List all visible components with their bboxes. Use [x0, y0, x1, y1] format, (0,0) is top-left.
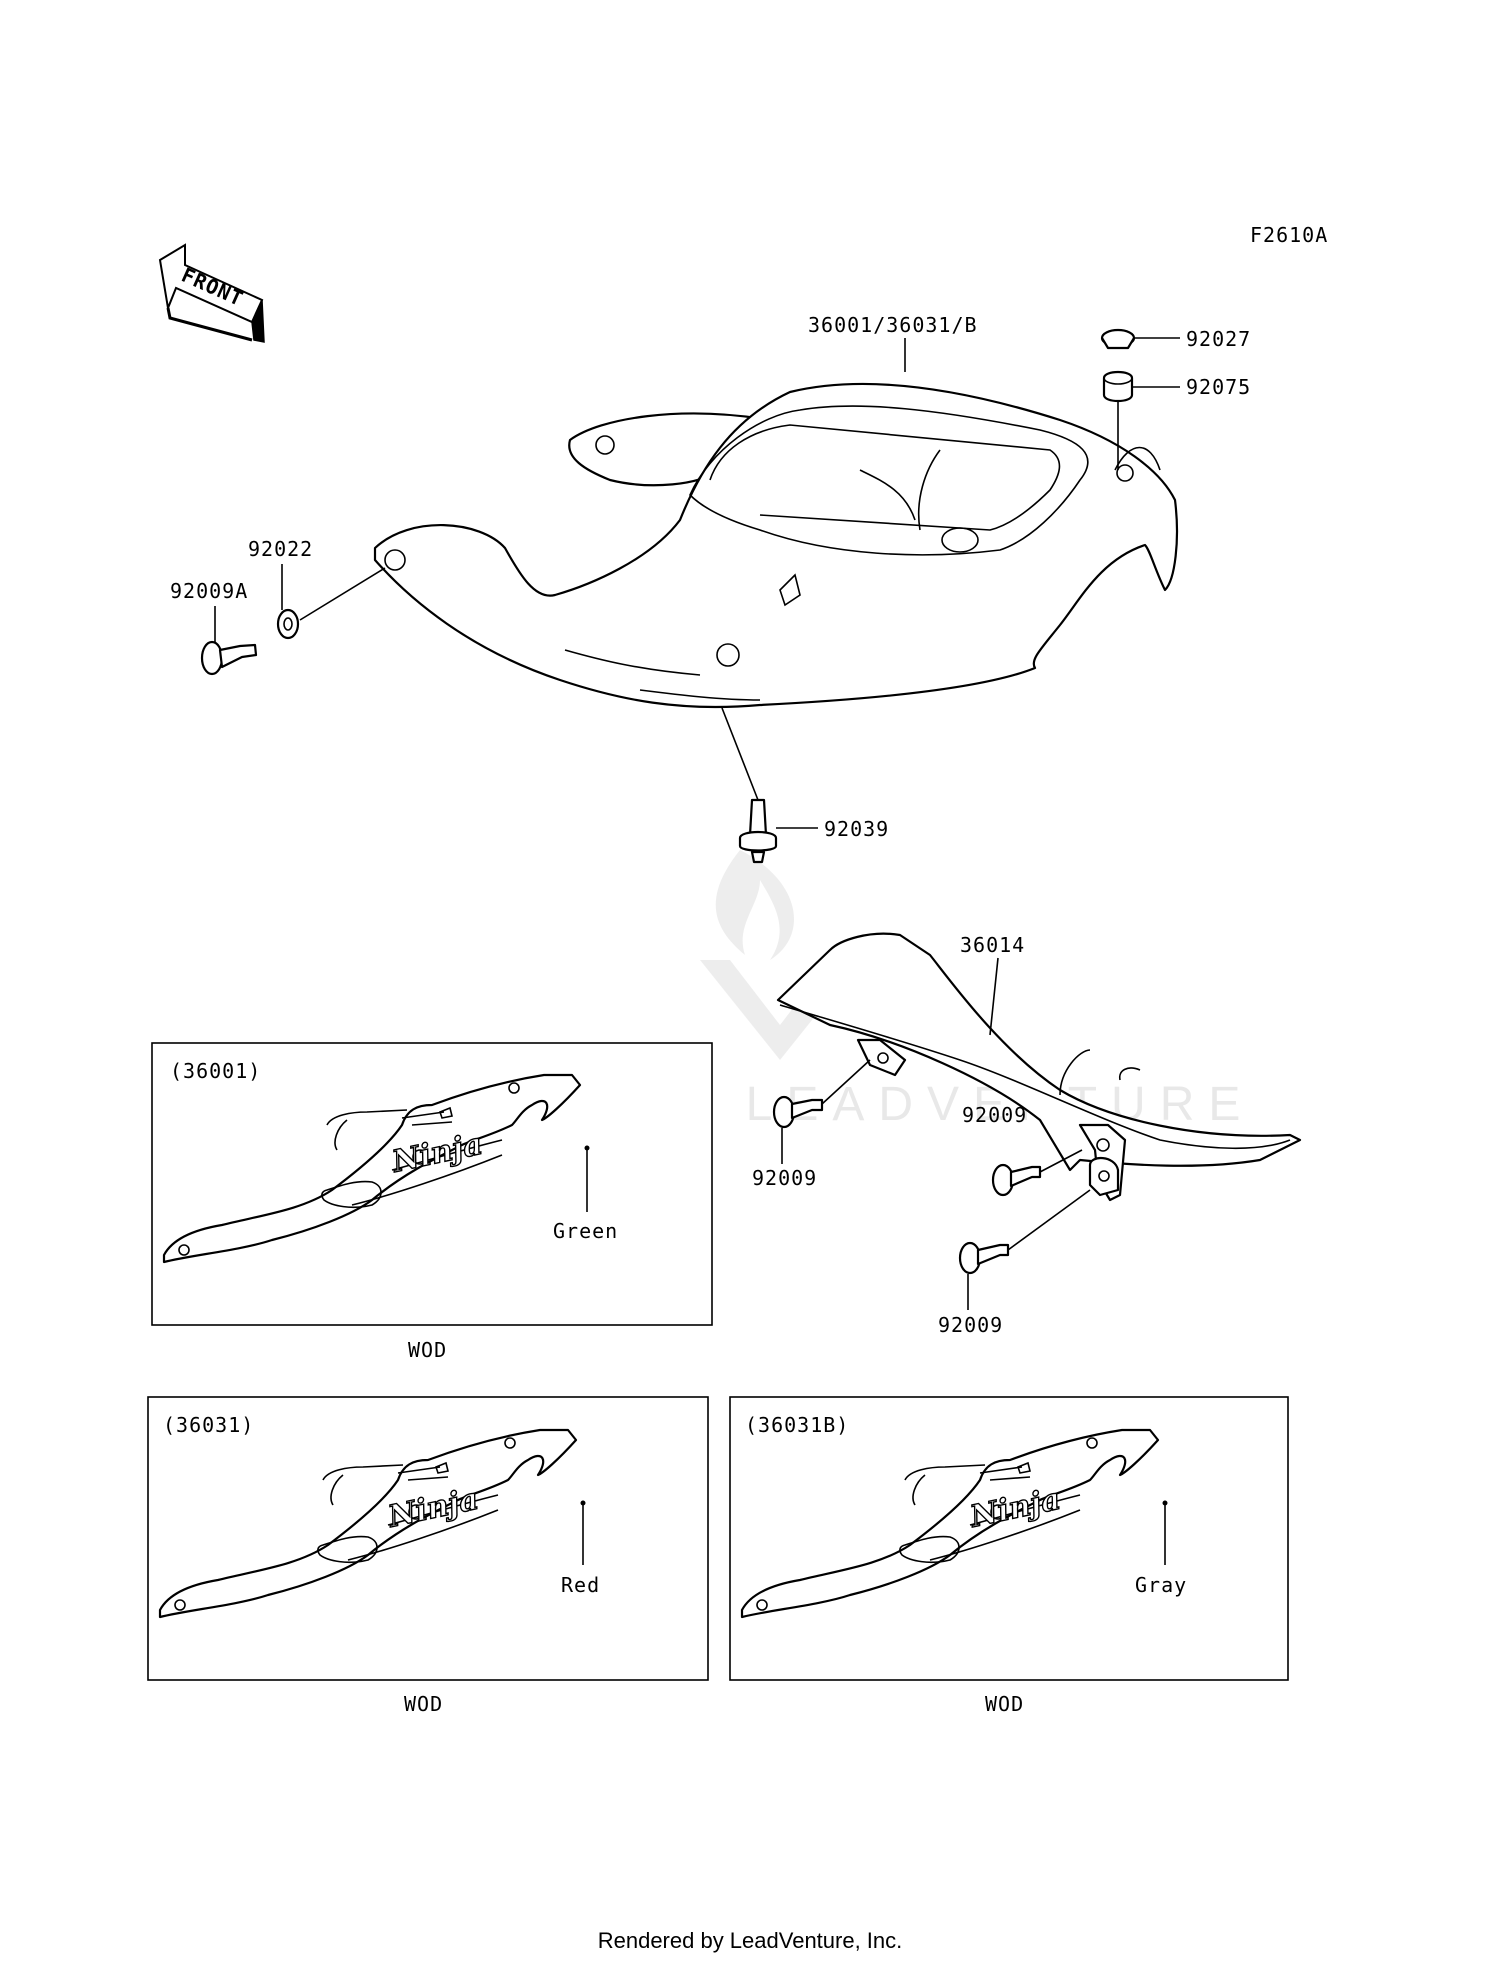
variant-36031b-color: Gray — [1135, 1573, 1187, 1597]
cap-92027-icon — [1100, 328, 1136, 350]
bolt-a-label: 92009A — [170, 579, 248, 603]
variant-36001-color: Green — [553, 1219, 618, 1243]
chain-cover-36014 — [776, 932, 1302, 1202]
rivet-top-leader — [721, 707, 759, 801]
variant-36031-box: (36031) Ninja Red — [147, 1396, 709, 1681]
grommet-label: 92075 — [1186, 375, 1251, 399]
bolt-2-label: 92009 — [962, 1103, 1027, 1127]
variant-36031b-code: (36031B) — [745, 1413, 849, 1437]
bolt-1-to-cover-leader — [821, 1059, 871, 1105]
grommet-92075-icon — [1102, 370, 1134, 403]
cap-label: 92027 — [1186, 327, 1251, 351]
bolt-92009-icon-1 — [772, 1095, 824, 1129]
chain-cover-label: 36014 — [960, 933, 1025, 957]
variant-36031-color: Red — [561, 1573, 600, 1597]
chain-cover-leader — [989, 957, 999, 1036]
main-cover-label: 36001/36031/B — [808, 313, 978, 337]
main-seat-cover — [373, 382, 1179, 709]
bolt-92009-icon-3 — [958, 1241, 1010, 1275]
bolt-92009-icon-2 — [991, 1163, 1042, 1197]
variant-36031-caption: WOD — [404, 1692, 443, 1716]
washer-92022-icon — [276, 608, 300, 640]
rivet-label: 92039 — [824, 817, 889, 841]
footer-credit: Rendered by LeadVenture, Inc. — [598, 1928, 903, 1953]
bolt-3-label: 92009 — [938, 1313, 1003, 1337]
variant-36001-box: (36001) Ninja Green — [151, 1042, 713, 1326]
variant-36031b-caption: WOD — [985, 1692, 1024, 1716]
bolt-92009a-icon — [200, 640, 258, 676]
bolt-1-label: 92009 — [752, 1166, 817, 1190]
variant-36001-code: (36001) — [170, 1059, 261, 1083]
diagram-code: F2610A — [1250, 223, 1328, 247]
watermark: LEADVENTURE — [700, 850, 1240, 1131]
front-arrow-icon: FRONT — [158, 243, 265, 343]
variant-36031-code: (36031) — [163, 1413, 254, 1437]
washer-label: 92022 — [248, 537, 313, 561]
washer-to-cover-leader — [299, 567, 386, 621]
variant-36031b-box: (36031B) Ninja Gray — [729, 1396, 1289, 1681]
bolt-2-to-cover-leader — [1039, 1149, 1083, 1173]
bolt-3-to-cover-leader — [1007, 1189, 1091, 1251]
variant-36001-caption: WOD — [408, 1338, 447, 1362]
rivet-92039-icon — [738, 798, 778, 864]
